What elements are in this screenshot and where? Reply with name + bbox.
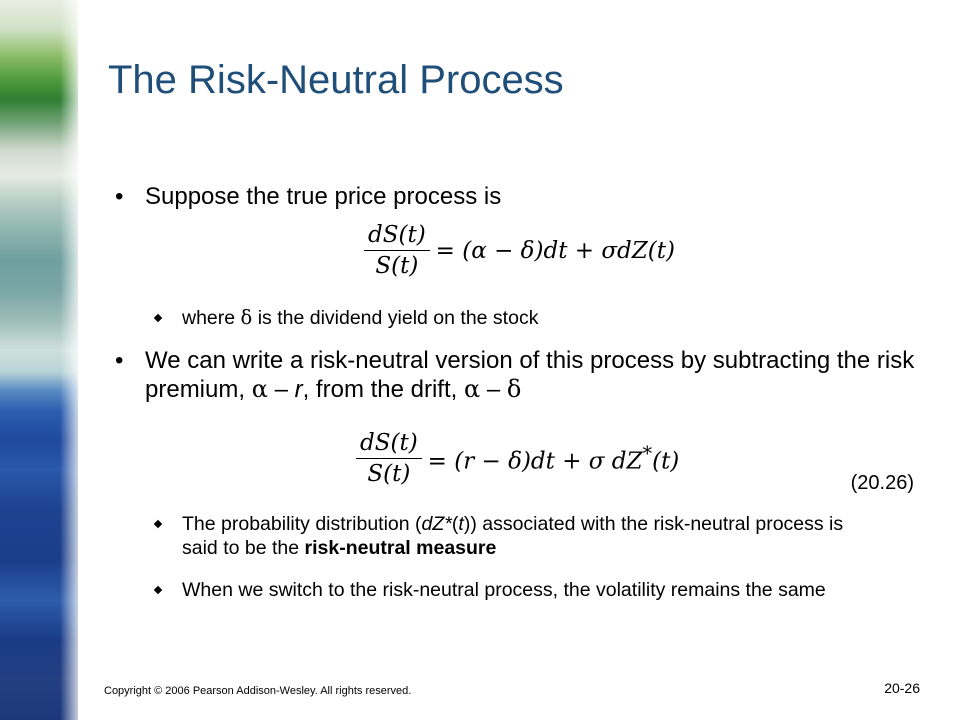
- decorative-side-strip: [0, 0, 78, 720]
- page-number: 20-26: [884, 680, 920, 696]
- fraction-denominator: S(t): [375, 253, 419, 279]
- bullet-true-process: • Suppose the true price process is: [115, 182, 925, 211]
- text-part: –: [480, 376, 507, 403]
- sub-bullet-dividend: where δ is the dividend yield on the sto…: [152, 306, 872, 330]
- equation-risk-neutral: dS(t) S(t) = (r − δ)dt + σ dZ*(t): [356, 430, 679, 487]
- bullet-dot: •: [115, 347, 124, 374]
- equation-true-process: dS(t) S(t) = (α − δ)dt + σdZ(t): [364, 222, 675, 279]
- sub-bullet-text: The probability distribution (dZ*(t)) as…: [182, 512, 872, 560]
- r-symbol: r: [294, 376, 303, 403]
- text-part: –: [267, 376, 295, 403]
- equation-rhs: = (r − δ)dt + σ dZ*(t): [428, 442, 680, 475]
- sub-bullet-text: where δ is the dividend yield on the sto…: [182, 306, 538, 330]
- fraction-denominator: S(t): [367, 461, 411, 487]
- equation-fraction: dS(t) S(t): [356, 430, 422, 487]
- alpha-symbol: α: [251, 375, 268, 403]
- equation-number: (20.26): [850, 472, 914, 494]
- fraction-numerator: dS(t): [364, 222, 430, 251]
- superscript-star: *: [642, 442, 653, 466]
- sub-bullet-text: When we switch to the risk-neutral proce…: [182, 579, 826, 601]
- t-symbol: t: [458, 513, 464, 535]
- equation-rhs: = (α − δ)dt + σdZ(t): [435, 237, 675, 264]
- text-part: )) associated with the risk-neutral proc…: [182, 513, 844, 559]
- slide-title: The Risk-Neutral Process: [108, 58, 564, 102]
- copyright-footer: Copyright © 2006 Pearson Addison-Wesley.…: [104, 685, 412, 697]
- text-part: where: [182, 307, 241, 329]
- text-part: (: [451, 513, 459, 535]
- text-part: = (r − δ)dt + σ dZ: [427, 448, 643, 475]
- text-part: The probability distribution (: [182, 513, 422, 535]
- text-part: (t): [652, 448, 680, 475]
- text-part: is the dividend yield on the stock: [252, 307, 539, 329]
- diamond-bullet-icon: [152, 306, 182, 330]
- diamond-bullet-icon: [152, 578, 182, 602]
- bullet-text: Suppose the true price process is: [145, 183, 502, 210]
- text-part: , from the drift,: [302, 376, 464, 403]
- bullet-text: We can write a risk-neutral version of t…: [145, 346, 915, 404]
- bullet-risk-neutral: • We can write a risk-neutral version of…: [115, 346, 915, 404]
- risk-neutral-measure-term: risk-neutral measure: [304, 537, 497, 559]
- dz-star-symbol: dZ*: [421, 513, 452, 535]
- text-part: We can write a risk-neutral version of t…: [145, 347, 915, 403]
- alpha-symbol: α: [463, 375, 481, 403]
- delta-symbol: δ: [240, 306, 253, 329]
- sub-bullet-measure: The probability distribution (dZ*(t)) as…: [152, 512, 872, 560]
- equation-fraction: dS(t) S(t): [364, 222, 430, 279]
- bullet-dot: •: [115, 183, 124, 210]
- fraction-numerator: dS(t): [356, 430, 422, 459]
- delta-symbol: δ: [506, 375, 522, 403]
- diamond-bullet-icon: [152, 512, 182, 560]
- sub-bullet-volatility: When we switch to the risk-neutral proce…: [152, 578, 872, 602]
